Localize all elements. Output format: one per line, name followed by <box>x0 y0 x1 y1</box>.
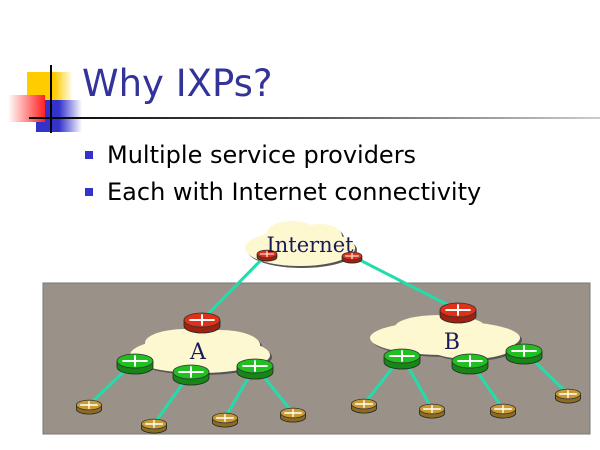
access-router-icon <box>505 343 543 365</box>
bullet-text: Each with Internet connectivity <box>107 177 482 206</box>
bullet-text: Multiple service providers <box>107 140 417 169</box>
access-router-icon <box>172 364 210 386</box>
cloud-b <box>370 315 520 359</box>
slide-title: Why IXPs? <box>82 62 273 105</box>
bullet-item: Multiple service providers <box>85 136 481 173</box>
title-rule <box>29 117 600 119</box>
cust-router-icon <box>140 418 167 434</box>
bullet-list: Multiple service providers Each with Int… <box>85 136 481 210</box>
cust-router-icon <box>418 403 445 419</box>
access-router-icon <box>451 353 489 375</box>
access-router-icon <box>116 353 154 375</box>
network-link <box>351 254 459 312</box>
core-router-icon <box>256 249 278 262</box>
vertical-line-decoration <box>50 65 52 133</box>
provider-a-label: A <box>189 340 207 365</box>
provider-b-label: B <box>444 330 460 355</box>
cust-router-icon <box>350 398 377 414</box>
cust-router-icon <box>279 407 306 423</box>
cust-router-icon <box>555 388 582 404</box>
cust-router-icon <box>211 412 238 428</box>
bullet-icon <box>85 187 93 196</box>
core-router-icon <box>341 251 363 264</box>
cust-router-icon <box>76 399 103 415</box>
core-router-icon <box>439 302 477 324</box>
cust-router-icon <box>489 403 516 419</box>
cloud-a <box>130 329 270 373</box>
core-router-icon <box>183 312 221 334</box>
internet-label: Internet <box>266 233 354 257</box>
routers <box>76 249 582 434</box>
access-router-icon <box>383 348 421 370</box>
bullet-icon <box>85 150 93 159</box>
network-link <box>200 252 269 322</box>
access-router-icon <box>236 358 274 380</box>
bullet-item: Each with Internet connectivity <box>85 173 481 210</box>
